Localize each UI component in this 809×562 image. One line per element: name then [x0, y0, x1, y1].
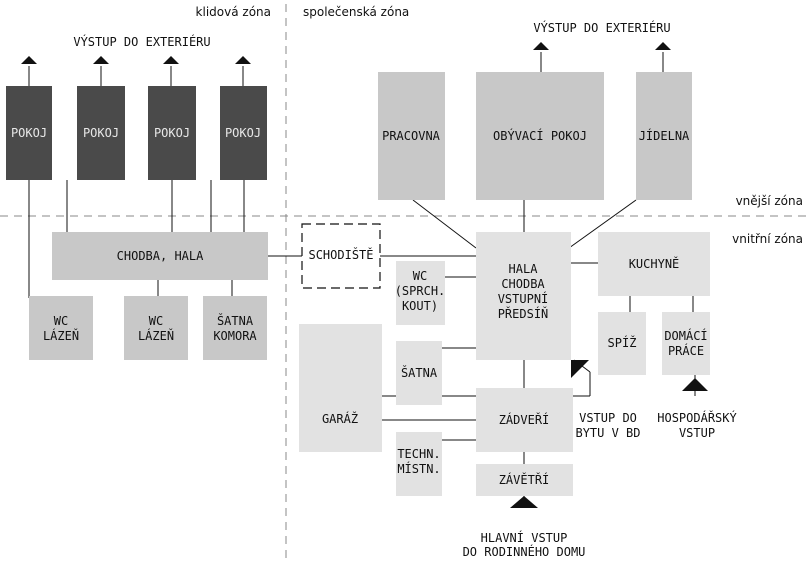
svg-text:KOMORA: KOMORA — [213, 329, 257, 343]
svg-text:VSTUPNÍ: VSTUPNÍ — [498, 291, 549, 306]
domaci-prace-room: DOMÁCÍ PRÁCE — [662, 312, 710, 375]
svg-text:PRACOVNA: PRACOVNA — [382, 129, 441, 143]
wc-sprch-kout-room: WC (SPRCH. KOUT) — [395, 261, 446, 325]
svg-text:KUCHYNĚ: KUCHYNĚ — [629, 256, 680, 271]
entrance-label-hlavni-2: DO RODINNÉHO DOMU — [463, 544, 586, 559]
svg-text:ŠATNA: ŠATNA — [217, 313, 254, 328]
svg-text:TECHN.: TECHN. — [397, 447, 440, 461]
svg-text:(SPRCH.: (SPRCH. — [395, 284, 446, 298]
svg-text:KOUT): KOUT) — [402, 299, 438, 313]
svg-text:PŘEDSÍŇ: PŘEDSÍŇ — [498, 306, 549, 321]
byt-entrance-marker-icon — [571, 360, 589, 378]
svg-text:ZÁDVEŘÍ: ZÁDVEŘÍ — [499, 412, 550, 427]
pokoj-room-3: POKOJ — [148, 86, 196, 180]
wc-lazen-room-2: WC LÁZEŇ — [124, 296, 188, 360]
zadveri-room: ZÁDVEŘÍ — [476, 388, 573, 452]
svg-text:CHODBA, HALA: CHODBA, HALA — [117, 249, 204, 263]
schodiste-room: SCHODIŠTĚ — [301, 223, 381, 289]
svg-text:POKOJ: POKOJ — [225, 126, 261, 140]
spiz-room: SPÍŽ — [598, 312, 646, 375]
zone-label-inner: vnitřní zóna — [732, 232, 803, 246]
svg-text:MÍSTN.: MÍSTN. — [397, 461, 440, 476]
zavetri-room: ZÁVĚTŘÍ — [476, 464, 573, 496]
pokoj-room-1: POKOJ — [6, 86, 52, 180]
svg-text:LÁZEŇ: LÁZEŇ — [138, 328, 174, 343]
entrance-label-hospodarsky-2: VSTUP — [679, 426, 715, 440]
exit-arrows — [21, 42, 671, 64]
satna-room: ŠATNA — [396, 341, 442, 405]
svg-text:HALA: HALA — [509, 262, 539, 276]
zone-label-quiet: klidová zóna — [196, 5, 271, 19]
kuchyne-room: KUCHYNĚ — [598, 232, 710, 296]
svg-text:LÁZEŇ: LÁZEŇ — [43, 328, 79, 343]
svg-text:POKOJ: POKOJ — [11, 126, 47, 140]
arrow-up-icon — [655, 42, 671, 50]
svg-text:ZÁVĚTŘÍ: ZÁVĚTŘÍ — [499, 472, 550, 487]
arrow-up-icon — [235, 56, 251, 64]
svg-text:WC: WC — [149, 314, 163, 328]
garaz-room: GARÁŽ — [299, 324, 382, 452]
svg-text:OBÝVACÍ POKOJ: OBÝVACÍ POKOJ — [493, 128, 587, 143]
entrance-label-byt-2: BYTU V BD — [575, 426, 640, 440]
svg-text:JÍDELNA: JÍDELNA — [639, 128, 690, 143]
wc-lazen-room-1: WC LÁZEŇ — [29, 296, 93, 360]
pokoj-room-4: POKOJ — [220, 86, 267, 180]
entrance-label-hlavni-1: HLAVNÍ VSTUP — [481, 530, 568, 545]
exit-label-right: VÝSTUP DO EXTERIÉRU — [533, 20, 670, 35]
svg-text:DOMÁCÍ: DOMÁCÍ — [664, 328, 707, 343]
hala-vstupni-predsin-room: HALA CHODBA VSTUPNÍ PŘEDSÍŇ — [476, 232, 571, 360]
exit-label-left: VÝSTUP DO EXTERIÉRU — [73, 34, 210, 49]
arrow-up-icon — [533, 42, 549, 50]
svg-text:CHODBA: CHODBA — [501, 277, 545, 291]
connector-lines — [28, 52, 696, 508]
svg-text:WC: WC — [413, 269, 427, 283]
jidelna-room: JÍDELNA — [636, 72, 692, 200]
entrance-label-byt-1: VSTUP DO — [579, 411, 637, 425]
zone-label-outer: vnější zóna — [736, 194, 803, 208]
arrow-up-icon — [21, 56, 37, 64]
obyvaci-pokoj-room: OBÝVACÍ POKOJ — [476, 72, 604, 200]
techn-mistn-room: TECHN. MÍSTN. — [396, 432, 442, 496]
satna-komora-room: ŠATNA KOMORA — [203, 296, 267, 360]
svg-text:POKOJ: POKOJ — [83, 126, 119, 140]
chodba-hala-room: CHODBA, HALA — [52, 232, 268, 280]
entrance-label-hospodarsky-1: HOSPODÁŘSKÝ — [657, 410, 737, 425]
svg-text:PRÁCE: PRÁCE — [668, 343, 704, 358]
pokoj-room-2: POKOJ — [77, 86, 125, 180]
svg-text:GARÁŽ: GARÁŽ — [322, 411, 358, 426]
pracovna-room: PRACOVNA — [378, 72, 445, 200]
zone-label-social: společenská zóna — [303, 5, 409, 19]
svg-text:ŠATNA: ŠATNA — [401, 365, 438, 380]
hospodarsky-entrance-marker-icon — [682, 378, 708, 391]
svg-text:POKOJ: POKOJ — [154, 126, 190, 140]
svg-text:SCHODIŠTĚ: SCHODIŠTĚ — [308, 247, 373, 262]
arrow-up-icon — [93, 56, 109, 64]
arrow-up-icon — [163, 56, 179, 64]
main-entrance-marker-icon — [510, 496, 538, 508]
svg-text:WC: WC — [54, 314, 68, 328]
svg-text:SPÍŽ: SPÍŽ — [608, 335, 637, 350]
